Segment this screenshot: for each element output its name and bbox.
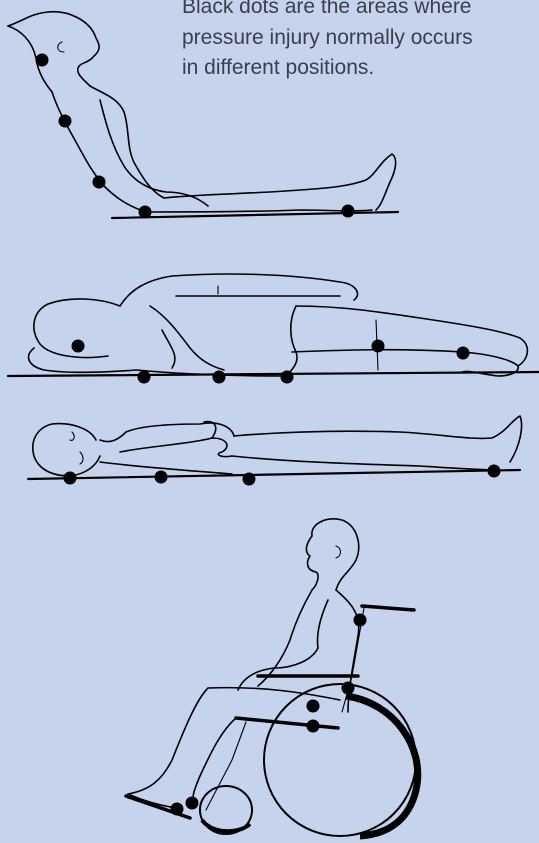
side-hip <box>286 306 297 376</box>
wheelchair-pressure-point-buttock <box>307 720 320 733</box>
supine-arm-inner <box>204 422 216 438</box>
wheelchair-pressure-point-ankle <box>186 797 199 810</box>
wheelchair-main-wheel <box>264 684 416 836</box>
side-pressure-point-knee <box>372 340 385 353</box>
figure-wheelchair <box>126 519 418 836</box>
side-pressure-point-ear <box>72 340 85 353</box>
side-back <box>120 274 358 306</box>
side-pressure-point-shoulder <box>138 371 151 384</box>
side-pillow <box>29 348 136 372</box>
reclined-leg-top <box>164 154 396 210</box>
supine-arm <box>120 438 232 457</box>
reclined-surface <box>112 212 398 218</box>
wheelchair-pressure-point-shoulder-blade <box>354 614 367 627</box>
supine-leg-bottom <box>232 456 500 470</box>
supine-face <box>70 432 83 464</box>
reclined-pressure-point-buttock <box>139 206 152 219</box>
supine-leg-top <box>234 416 522 462</box>
wheelchair-wheel-rim <box>346 696 418 836</box>
side-pressure-point-ankle <box>457 347 470 360</box>
reclined-pressure-point-heel <box>342 205 355 218</box>
side-pressure-point-hip <box>281 371 294 384</box>
figure-reclined <box>8 12 398 219</box>
wheelchair-person-ear <box>336 546 341 558</box>
reclined-leg-bottom <box>146 210 372 212</box>
figure-supine <box>28 416 522 486</box>
supine-pressure-point-sacrum <box>243 473 256 486</box>
supine-head <box>33 424 100 476</box>
side-forearm <box>162 330 175 368</box>
reclined-pressure-point-sacrum <box>93 176 106 189</box>
wheelchair-person-face <box>306 536 318 590</box>
reclined-arm <box>100 100 208 206</box>
supine-pressure-point-shoulder <box>155 471 168 484</box>
wheelchair-handle <box>362 606 414 610</box>
wheelchair-person-head <box>312 519 359 590</box>
wheelchair-leg-frame <box>206 722 246 810</box>
side-pressure-point-elbow <box>213 371 226 384</box>
reclined-head <box>8 12 99 86</box>
wheelchair-pressure-point-hip <box>307 700 320 713</box>
wheelchair-person-front <box>258 590 312 686</box>
side-arm <box>150 306 224 370</box>
supine-surface <box>28 470 520 479</box>
supine-pressure-point-heel <box>488 465 501 478</box>
wheelchair-pressure-point-back <box>342 682 355 695</box>
reclined-back <box>52 92 146 212</box>
wheelchair-pressure-point-heel <box>171 803 184 816</box>
supine-pressure-point-head <box>64 472 77 485</box>
reclined-ear <box>58 42 64 52</box>
wheelchair-seat <box>236 718 338 728</box>
reclined-pressure-point-shoulder <box>59 115 72 128</box>
supine-torso-bottom <box>100 462 232 474</box>
reclined-pressure-point-head <box>36 54 49 67</box>
figure-side-lying <box>8 274 539 384</box>
